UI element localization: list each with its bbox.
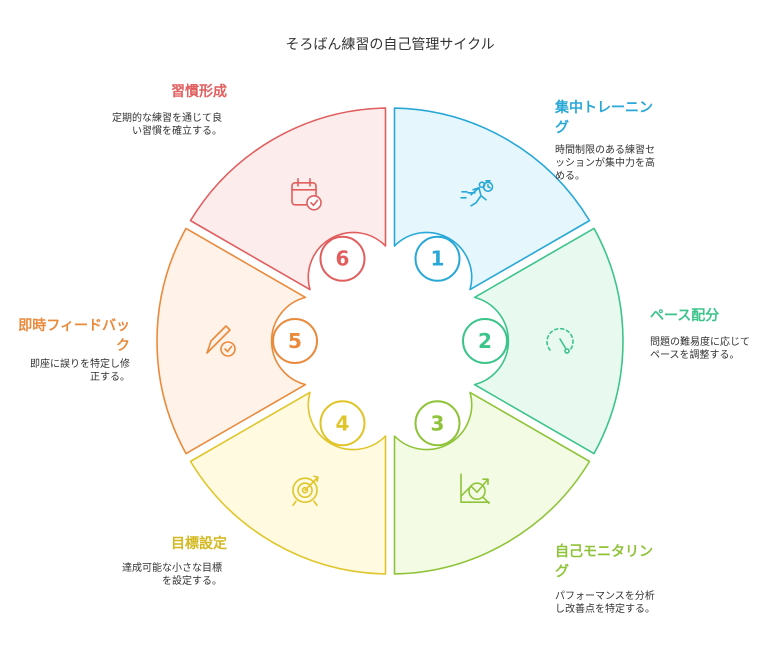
segment-4 bbox=[189, 391, 387, 575]
gauge-icon bbox=[546, 327, 574, 354]
calendar-check-icon bbox=[291, 177, 322, 211]
step-2-desc: 問題の難易度に応じてペースを調整する。 bbox=[650, 337, 750, 361]
step-4-number: 4 bbox=[336, 411, 350, 435]
step-6-label: 習慣形成 bbox=[171, 84, 227, 100]
segment-2 bbox=[473, 227, 624, 455]
step-1-badge bbox=[414, 235, 461, 282]
segment-6 bbox=[189, 107, 387, 291]
runner-stopwatch-icon bbox=[460, 179, 494, 207]
target-icon bbox=[292, 475, 319, 507]
segment-1 bbox=[393, 107, 591, 291]
step-4-badge bbox=[319, 400, 366, 447]
step-5-badge bbox=[272, 318, 318, 364]
step-2-badge bbox=[462, 318, 508, 364]
step-3-badge bbox=[414, 400, 461, 447]
step-4-desc: 達成可能な小さな目標を設定する。 bbox=[122, 563, 222, 587]
step-2-label: ペース配分 bbox=[650, 308, 720, 324]
step-1-desc: 時間制限のある練習セッションが集中力を高める。 bbox=[555, 145, 655, 182]
segment-5 bbox=[156, 227, 307, 455]
step-6-desc: 定期的な練習を通じて良い習慣を確立する。 bbox=[112, 113, 222, 137]
step-1-label: 集中トレーニング bbox=[555, 100, 653, 136]
step-5-label: 即時フィードバック bbox=[18, 318, 130, 354]
step-2-number: 2 bbox=[478, 329, 492, 353]
segment-3 bbox=[393, 391, 591, 575]
step-6-number: 6 bbox=[336, 247, 350, 271]
pencil-check-icon bbox=[206, 325, 236, 357]
step-1-number: 1 bbox=[431, 247, 445, 271]
step-3-desc: パフォーマンスを分析し改善点を特定する。 bbox=[555, 591, 655, 615]
step-3-label: 自己モニタリング bbox=[555, 544, 653, 580]
chart-magnifier-icon bbox=[460, 473, 490, 505]
step-4-label: 目標設定 bbox=[171, 536, 227, 552]
diagram-title: そろばん練習の自己管理サイクル bbox=[285, 37, 495, 53]
step-3-number: 3 bbox=[431, 411, 445, 435]
step-6-badge bbox=[319, 235, 366, 282]
step-5-desc: 即座に誤りを特定し修正する。 bbox=[30, 359, 130, 383]
step-5-number: 5 bbox=[288, 329, 302, 353]
